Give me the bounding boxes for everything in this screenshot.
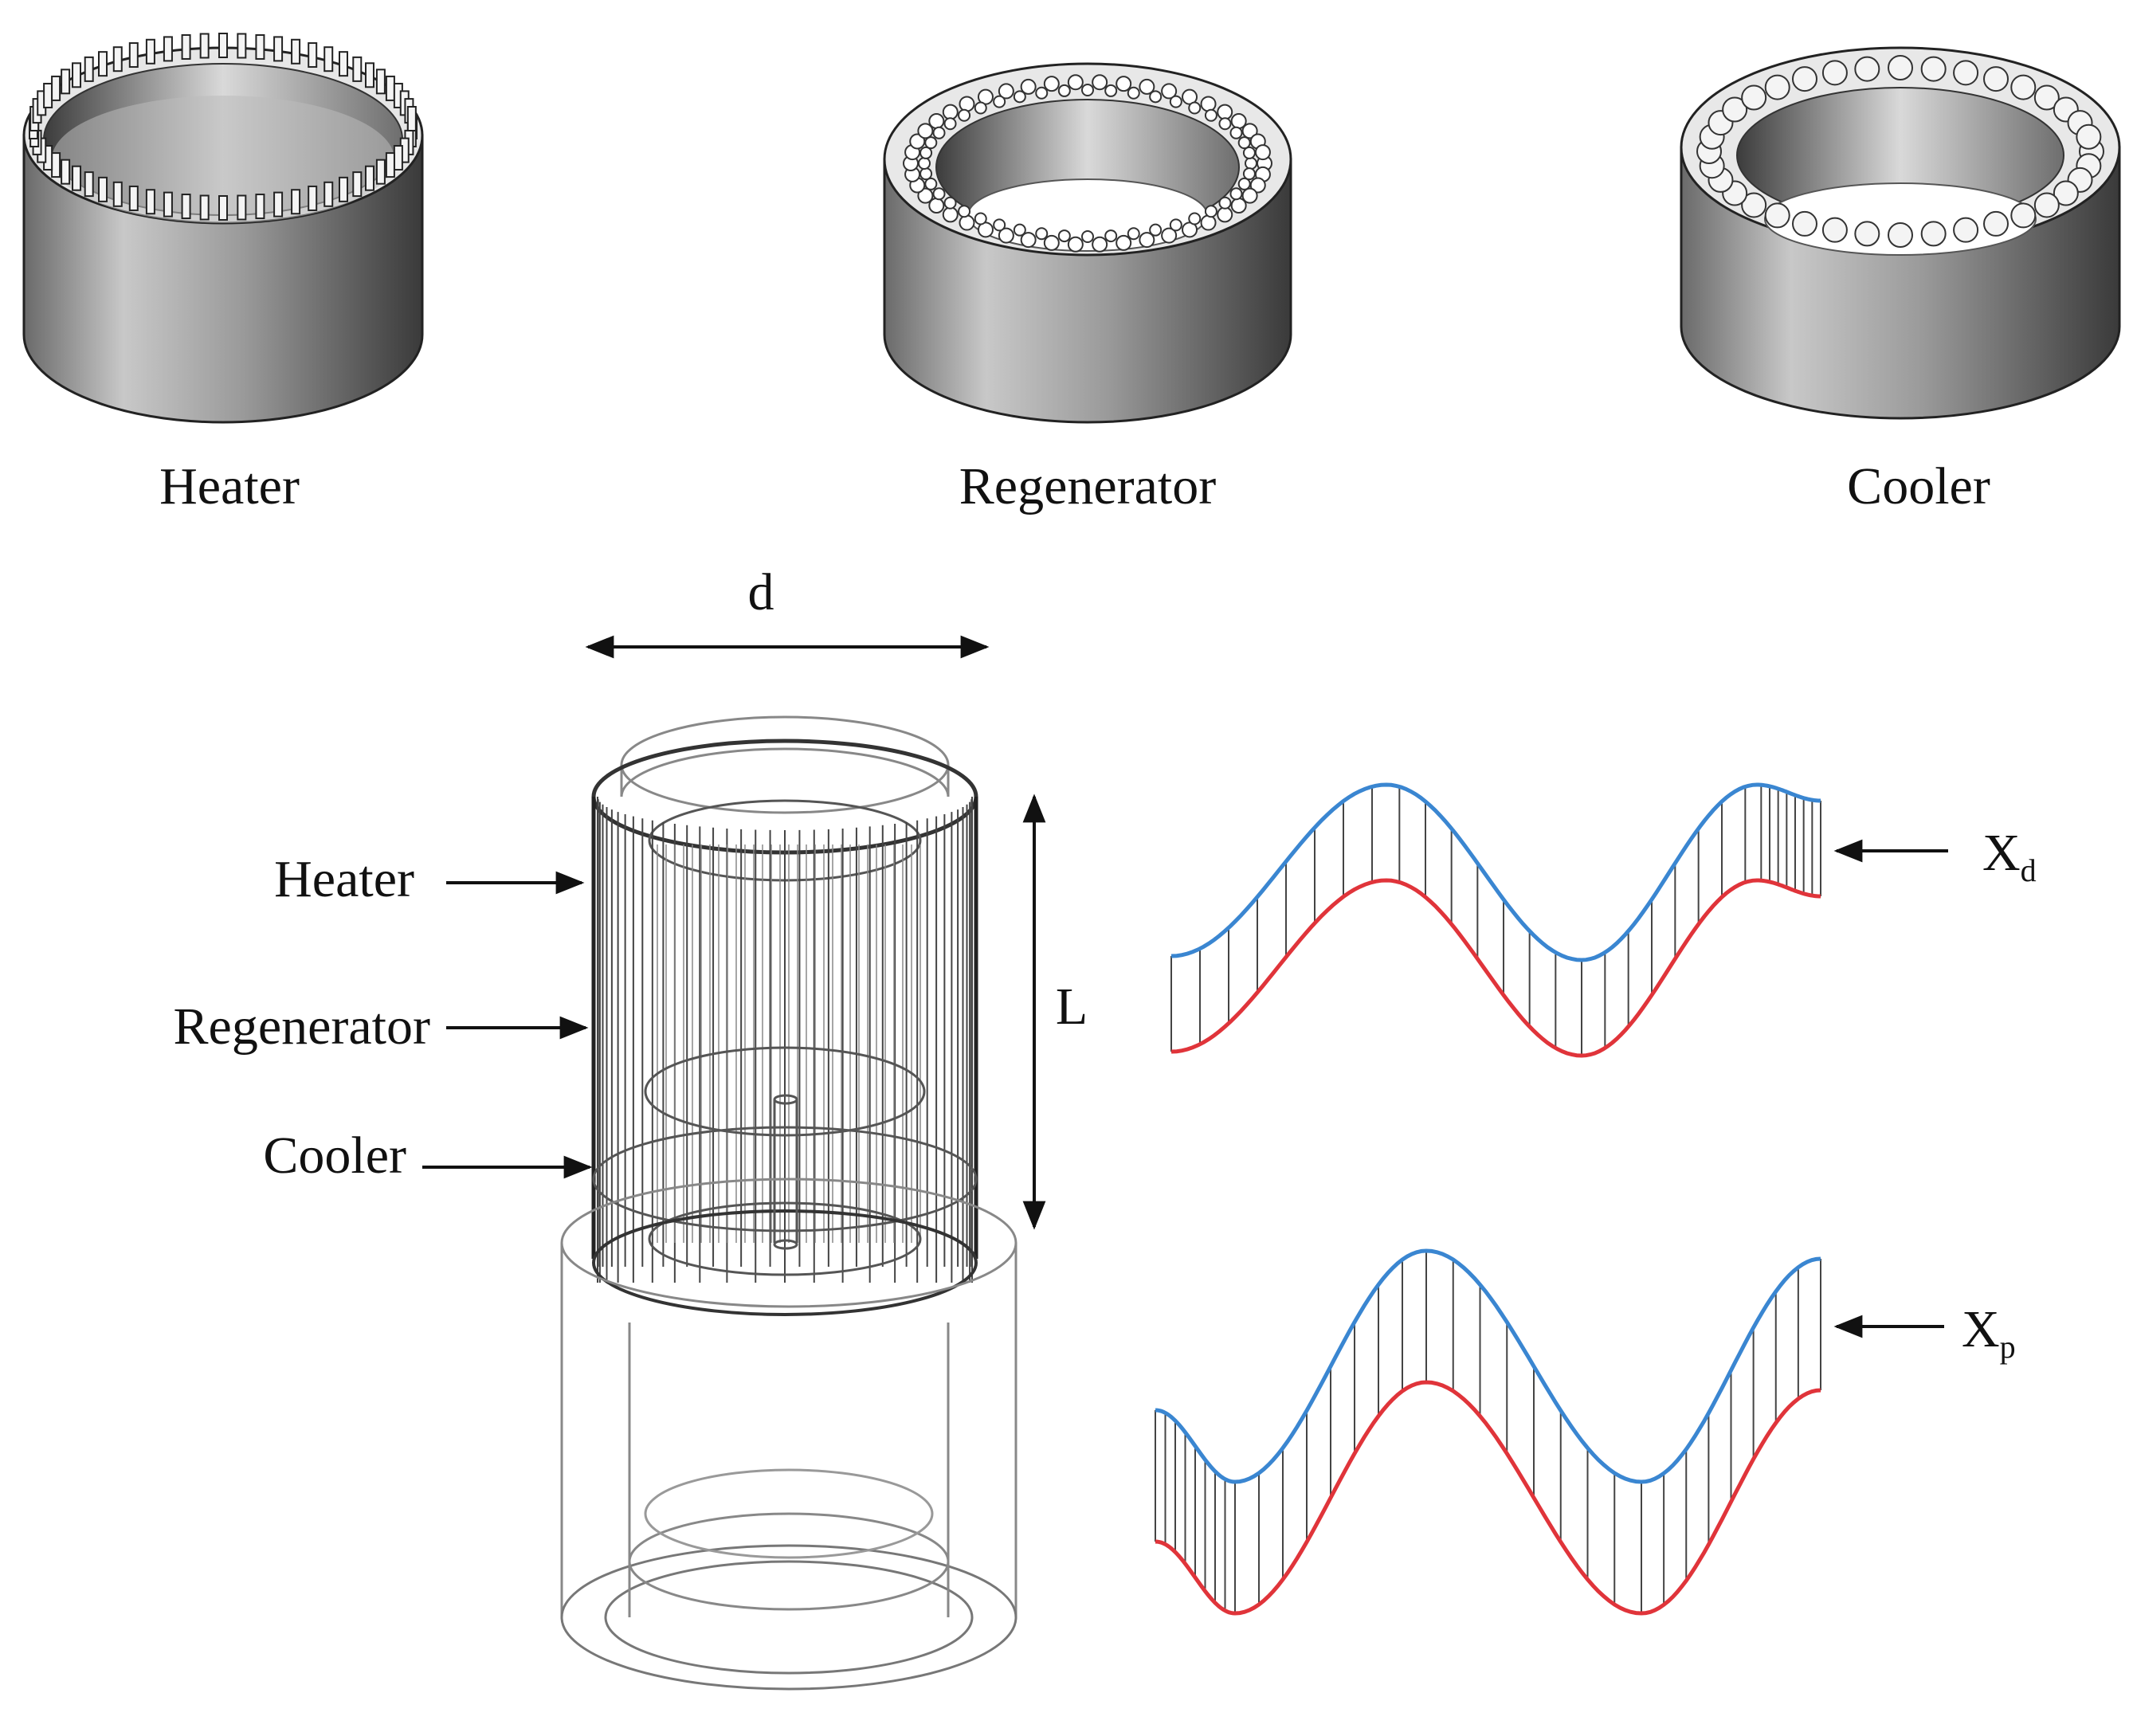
xp-label-base: X [1962, 1300, 2000, 1358]
regenerator-component-icon [883, 62, 1292, 424]
xp-label: Xp [1962, 1300, 2016, 1365]
assembly-cooler-label: Cooler [263, 1127, 406, 1185]
xd-label-base: X [1982, 824, 2021, 882]
assembly-regenerator-label: Regenerator [174, 997, 431, 1056]
assembly-wireframe-icon [560, 715, 1017, 1691]
heater-caption: Heater [159, 457, 300, 515]
xd-label: Xd [1982, 824, 2037, 888]
heater-component-icon [22, 33, 424, 424]
xd-label-sub: d [2021, 852, 2037, 888]
piston-motion-ribbon-icon [1155, 1248, 1821, 1616]
diameter-label: d [748, 563, 774, 621]
cooler-caption: Cooler [1847, 457, 1990, 515]
cooler-component-icon [1680, 46, 2121, 420]
length-label: L [1056, 978, 1088, 1036]
displacer-motion-ribbon-icon [1170, 782, 1821, 1058]
xp-label-sub: p [2000, 1329, 2016, 1365]
regenerator-caption: Regenerator [959, 457, 1217, 515]
assembly-heater-label: Heater [274, 850, 414, 908]
